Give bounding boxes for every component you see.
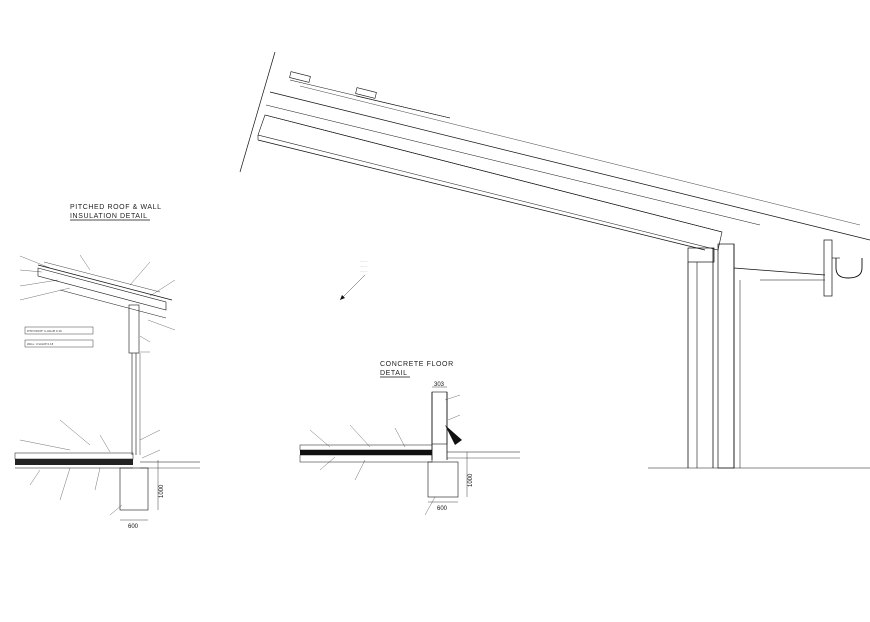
cut-line-left bbox=[239, 51, 276, 173]
ceiling-line bbox=[59, 289, 167, 319]
floor-screed bbox=[14, 452, 134, 460]
dpc-arrow bbox=[445, 425, 462, 445]
wall-u-value-text: WALL: U-VALUE 0.18 bbox=[27, 342, 54, 346]
wall-cavity-insulation-large bbox=[717, 243, 735, 469]
roof-wall-detail: PITCHED ROOF & WALL INSULATION DETAIL PI… bbox=[14, 204, 200, 530]
tile-batten-1 bbox=[289, 71, 311, 83]
concrete-foundation bbox=[427, 461, 459, 498]
roof-u-value-text: PITCH ROOF: U-VALUE 0.16 bbox=[27, 329, 62, 333]
roof-insulation-layer bbox=[37, 267, 167, 311]
fascia-board bbox=[823, 239, 833, 297]
sarking-line bbox=[265, 104, 761, 226]
tile-batten-2 bbox=[355, 87, 377, 99]
wall-plate bbox=[687, 247, 715, 263]
wall-thickness-dim: 303 bbox=[434, 382, 445, 388]
soffit-line bbox=[733, 267, 826, 276]
floor-detail-leader-notes bbox=[309, 394, 461, 516]
roof-leader-notes bbox=[19, 254, 176, 353]
hardcore-layer bbox=[299, 454, 433, 463]
roof-u-value-table bbox=[24, 326, 94, 335]
foundation-depth-dim: 1000 bbox=[159, 484, 165, 498]
tile-line bbox=[299, 85, 861, 226]
roof-wall-title-line2: INSULATION DETAIL bbox=[70, 213, 148, 220]
roof-tile-line bbox=[37, 264, 173, 301]
roof-insulation-quilt bbox=[257, 114, 723, 251]
wall-u-value-table bbox=[24, 339, 94, 348]
floor-leader-notes bbox=[19, 419, 161, 516]
svg-text:·········: ········· bbox=[360, 265, 368, 268]
mid-leader-note: ········· ········· ········· bbox=[339, 260, 368, 301]
rafter-top bbox=[269, 91, 870, 241]
eaves-section-detail bbox=[239, 51, 870, 469]
wall-insulation bbox=[128, 304, 140, 354]
foundation-depth-dim-2: 1000 bbox=[468, 473, 474, 487]
slab-insulation-dark bbox=[300, 450, 432, 455]
roof-batten-line bbox=[43, 261, 161, 293]
roof-wall-title-line1: PITCHED ROOF & WALL bbox=[70, 204, 162, 211]
foundation-width-dim-2: 600 bbox=[437, 506, 448, 512]
concrete-floor-detail: CONCRETE FLOOR DETAIL 1000 600 303 bbox=[299, 361, 520, 516]
wall-cavity-insulation bbox=[431, 391, 448, 445]
slab-screed bbox=[299, 444, 433, 451]
svg-text:·········: ········· bbox=[360, 260, 368, 263]
concrete-floor-title-line1: CONCRETE FLOOR bbox=[380, 361, 454, 368]
trench-fill-foundation bbox=[119, 467, 149, 511]
gutter bbox=[835, 258, 863, 279]
foundation-width-dim: 600 bbox=[128, 524, 139, 530]
floor-insulation-dark bbox=[15, 459, 133, 465]
svg-text:·········: ········· bbox=[360, 270, 368, 273]
roof-underside bbox=[257, 139, 706, 251]
concrete-floor-title-line2: DETAIL bbox=[380, 370, 408, 377]
tile-2 bbox=[355, 95, 451, 119]
